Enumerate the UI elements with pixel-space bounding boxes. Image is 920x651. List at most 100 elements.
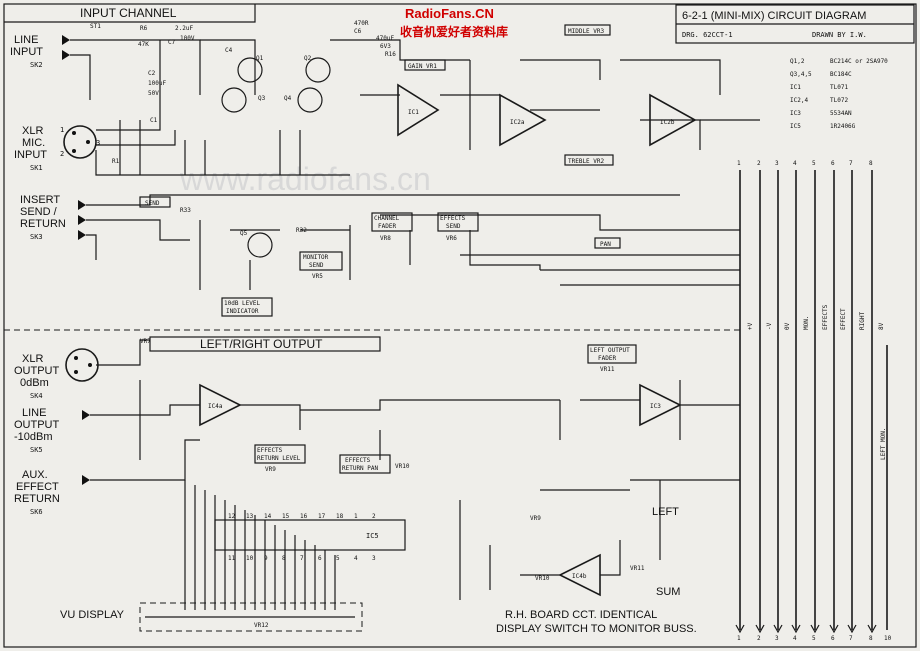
svg-text:6V3: 6V3: [380, 43, 391, 50]
svg-text:11: 11: [228, 555, 236, 562]
svg-text:INSERT: INSERT: [20, 194, 60, 206]
svg-text:TL071: TL071: [830, 84, 848, 91]
svg-text:1R2406G: 1R2406G: [830, 123, 856, 130]
site-cn-text: 收音机爱好者资料库: [400, 24, 508, 39]
svg-text:IC2,4: IC2,4: [790, 97, 808, 104]
svg-text:TL072: TL072: [830, 97, 848, 104]
svg-text:VR11: VR11: [600, 366, 615, 373]
svg-text:IC3: IC3: [790, 110, 801, 117]
drawn-by: DRAWN BY I.W.: [812, 31, 867, 39]
svg-text:RETURN: RETURN: [14, 493, 60, 505]
svg-text:INDICATOR: INDICATOR: [226, 308, 259, 315]
svg-text:IC1: IC1: [790, 84, 801, 91]
opamp-ic4b: IC4b: [558, 553, 601, 597]
watermark-text: www.radiofans.cn: [179, 161, 431, 197]
connector-xlr-mic: XLR MIC. INPUT SK1 132: [14, 125, 100, 172]
svg-text:5: 5: [336, 555, 340, 562]
site-logo-text: RadioFans.CN: [405, 6, 494, 21]
svg-text:INPUT: INPUT: [14, 149, 47, 161]
svg-text:EFFECTS: EFFECTS: [440, 215, 466, 222]
svg-text:8: 8: [282, 555, 286, 562]
svg-text:4: 4: [793, 160, 797, 167]
svg-text:IC2b: IC2b: [660, 119, 675, 126]
svg-text:0dBm: 0dBm: [20, 377, 49, 389]
drawing-number: DRG. 62CCT-1: [682, 31, 733, 39]
svg-text:IC4a: IC4a: [208, 403, 223, 410]
svg-text:RETURN: RETURN: [20, 218, 66, 230]
svg-text:R16: R16: [385, 51, 396, 58]
svg-text:7: 7: [849, 160, 853, 167]
svg-text:12: 12: [228, 513, 236, 520]
send-box: SEND: [139, 196, 171, 208]
svg-text:MONITOR: MONITOR: [303, 254, 329, 261]
connector-line-input: LINE INPUT SK2: [10, 34, 70, 69]
svg-text:VR5: VR5: [312, 273, 323, 280]
output-title-box: [149, 336, 381, 352]
middle-box: MIDDLE VR3: [564, 24, 611, 36]
svg-text:IC1: IC1: [408, 109, 419, 116]
svg-text:GAIN VR1: GAIN VR1: [408, 63, 437, 70]
svg-text:SEND: SEND: [145, 200, 160, 207]
svg-text:SK3: SK3: [30, 233, 43, 241]
svg-text:C1: C1: [150, 117, 158, 124]
svg-text:SK5: SK5: [30, 446, 43, 454]
connector-line-output: LINE OUTPUT -10dBm SK5: [14, 407, 90, 454]
svg-text:-V: -V: [766, 322, 773, 330]
svg-text:MIC.: MIC.: [22, 137, 45, 149]
svg-text:14: 14: [264, 513, 272, 520]
svg-text:4: 4: [793, 635, 797, 642]
svg-text:470R: 470R: [354, 20, 369, 27]
svg-text:MON.: MON.: [803, 316, 810, 330]
svg-text:IC2a: IC2a: [510, 119, 525, 126]
svg-text:10: 10: [246, 555, 254, 562]
section-output-title: LEFT/RIGHT OUTPUT: [200, 337, 323, 351]
svg-text:1: 1: [60, 126, 64, 134]
bus-labels: +V -V 0V MON. EFFECTS EFFECT RIGHT 8V LE…: [747, 304, 887, 460]
svg-text:2: 2: [60, 150, 64, 158]
svg-text:16: 16: [300, 513, 308, 520]
transistor-q4: Q4: [284, 87, 323, 113]
svg-text:LEFT MON.: LEFT MON.: [880, 427, 887, 460]
svg-text:LINE: LINE: [22, 407, 46, 419]
svg-text:Q3: Q3: [258, 95, 266, 102]
opamp-ic3: IC3: [639, 383, 682, 427]
connector-xlr-output: XLR OUTPUT 0dBm SK4: [14, 348, 99, 400]
board-note-1: R.H. BOARD CCT. IDENTICAL: [505, 609, 657, 621]
svg-text:2: 2: [757, 160, 761, 167]
svg-text:XLR: XLR: [22, 353, 43, 365]
sum-label: SUM: [656, 586, 680, 598]
svg-text:EFFECTS: EFFECTS: [345, 457, 371, 464]
svg-text:MIDDLE VR3: MIDDLE VR3: [568, 28, 605, 35]
svg-text:2: 2: [757, 635, 761, 642]
svg-text:IC4b: IC4b: [572, 573, 587, 580]
svg-text:3: 3: [775, 160, 779, 167]
svg-text:R1: R1: [112, 158, 120, 165]
svg-text:18: 18: [336, 513, 344, 520]
svg-text:Q4: Q4: [284, 95, 292, 102]
svg-text:VR11: VR11: [630, 565, 645, 572]
svg-text:5534AN: 5534AN: [830, 110, 852, 117]
vu-led-bar: [139, 602, 363, 632]
svg-text:6: 6: [831, 635, 835, 642]
svg-text:C6: C6: [354, 28, 362, 35]
svg-text:1: 1: [354, 513, 358, 520]
svg-text:6: 6: [831, 160, 835, 167]
svg-text:2.2uF: 2.2uF: [175, 25, 193, 32]
bus-bottom-numbers: 1 2 3 4 5 6 7 8 10: [737, 635, 892, 642]
svg-text:INPUT: INPUT: [10, 46, 43, 58]
svg-text:470uF: 470uF: [376, 35, 394, 42]
svg-text:LINE: LINE: [14, 34, 38, 46]
connector-aux-return: AUX. EFFECT RETURN SK6: [14, 469, 90, 516]
vu-display-label: VU DISPLAY: [60, 609, 125, 621]
svg-text:TREBLE VR2: TREBLE VR2: [568, 158, 605, 165]
svg-text:C4: C4: [225, 47, 233, 54]
svg-text:10dB LEVEL: 10dB LEVEL: [224, 300, 261, 307]
svg-text:8: 8: [869, 635, 873, 642]
svg-text:R6: R6: [140, 25, 148, 32]
